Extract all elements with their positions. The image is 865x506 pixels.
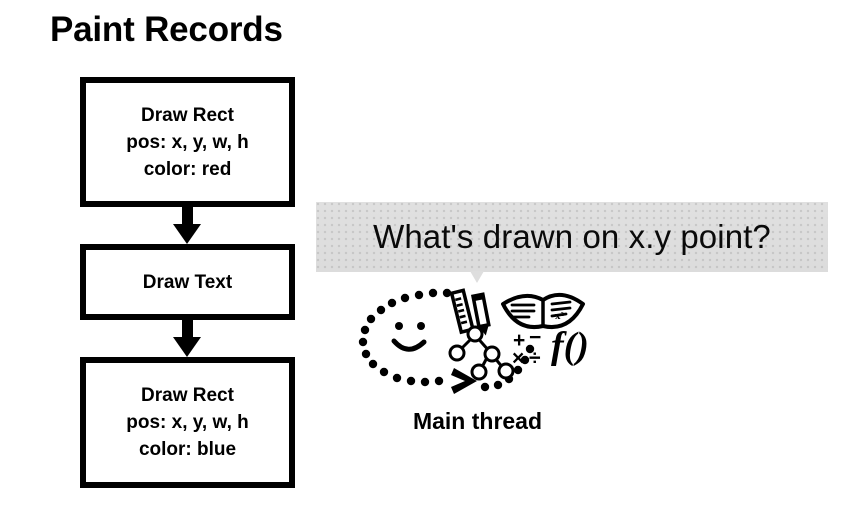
question-bubble-text: What's drawn on x.y point? [373,218,771,255]
page-title: Paint Records [50,10,283,49]
record-box-draw-rect-blue[interactable]: Draw Rect pos: x, y, w, h color: blue [80,357,295,488]
svg-text:×: × [512,347,524,370]
flow-arrow-down-icon [173,320,202,357]
svg-text:+: + [513,329,525,352]
record-line: color: blue [138,439,237,460]
svg-text:x²: x² [555,310,565,322]
record-line: color: red [143,158,232,180]
question-bubble-tail-icon [470,271,484,283]
record-line: Draw Rect [141,385,234,406]
question-bubble: What's drawn on x.y point? [316,202,828,272]
svg-text:f(): f() [551,325,589,367]
record-line: Draw Rect [141,104,234,126]
thinking-loop-icon: x² + − × [355,286,600,396]
record-line: pos: x, y, w, h [126,131,249,153]
record-box-draw-text[interactable]: Draw Text [80,244,295,320]
svg-text:÷: ÷ [529,347,541,370]
svg-text:−: − [529,326,541,349]
flow-arrow-down-icon [173,207,202,244]
record-box-draw-rect-red[interactable]: Draw Rect pos: x, y, w, h color: red [80,77,295,207]
main-thread-label: Main thread [412,408,543,434]
record-line: Draw Text [142,271,233,293]
record-line: pos: x, y, w, h [126,412,249,433]
